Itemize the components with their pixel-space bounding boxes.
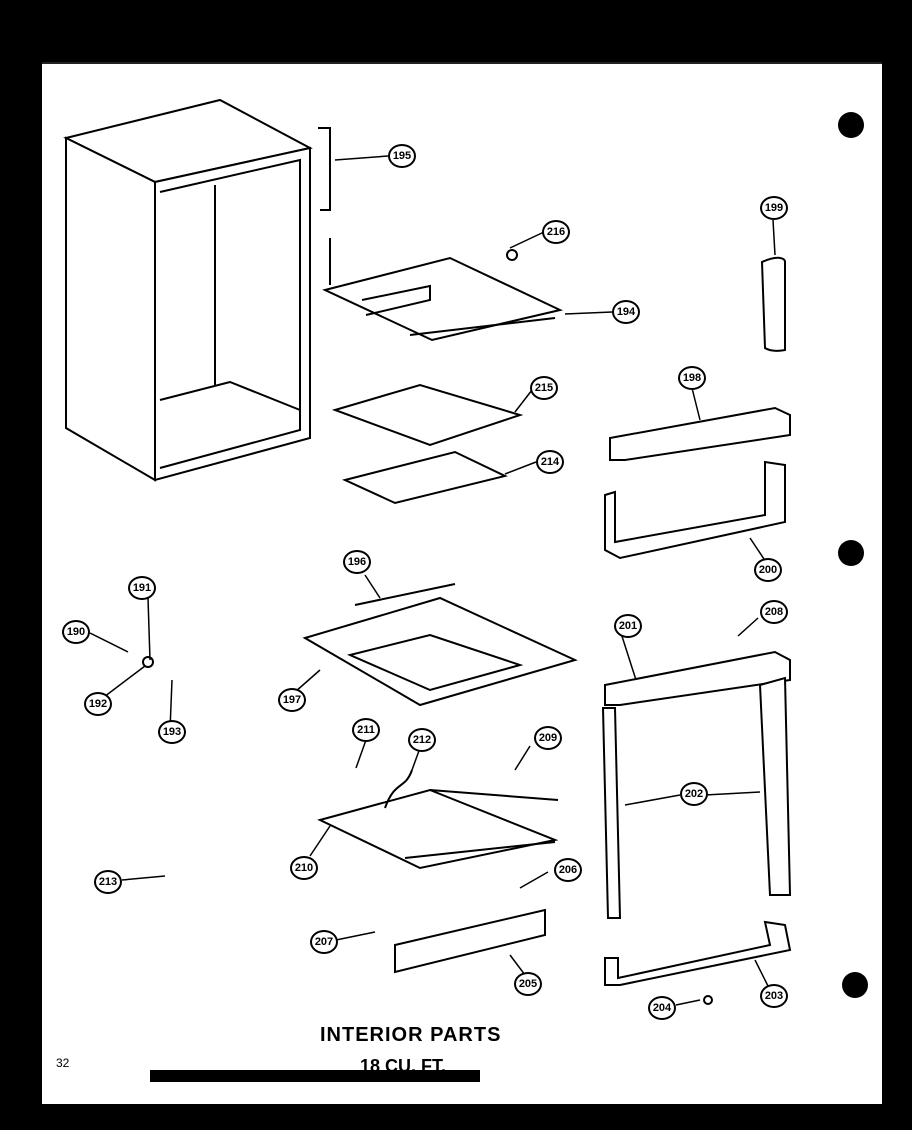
part-197-frame [302, 596, 578, 707]
callout-202: 202 [680, 782, 708, 806]
cabinet-liner [63, 98, 313, 482]
callout-201: 201 [614, 614, 642, 638]
callout-191: 191 [128, 576, 156, 600]
part-198 [609, 406, 791, 461]
callout-204: 204 [648, 996, 676, 1020]
part-195 [318, 127, 331, 211]
part-212 [384, 769, 413, 809]
diagram-subtitle: 18 CU. FT. [360, 1056, 447, 1076]
callout-194: 194 [612, 300, 640, 324]
callout-196: 196 [343, 550, 371, 574]
scan-border-bottom [0, 1100, 912, 1130]
callout-198: 198 [678, 366, 706, 390]
callout-192: 192 [84, 692, 112, 716]
binder-hole-bottom [842, 972, 868, 998]
callout-190: 190 [62, 620, 90, 644]
scan-border-top [0, 0, 912, 70]
part-199 [760, 256, 786, 352]
part-214 [342, 450, 508, 505]
part-200 [604, 460, 786, 560]
callout-216: 216 [542, 220, 570, 244]
callout-206: 206 [554, 858, 582, 882]
callout-205: 205 [514, 972, 542, 996]
page-number: 32 [56, 1056, 70, 1070]
callout-212: 212 [408, 728, 436, 752]
part-196 [354, 583, 456, 606]
binder-hole-middle [838, 540, 864, 566]
part-201 [604, 650, 791, 706]
callout-197: 197 [278, 688, 306, 712]
scan-artifact-bar [150, 1070, 480, 1082]
scan-border-left [0, 0, 42, 1130]
callout-195: 195 [388, 144, 416, 168]
scan-border-right [880, 0, 912, 1130]
callout-209: 209 [534, 726, 562, 750]
part-215 [331, 383, 524, 447]
part-202-left [601, 707, 622, 919]
leader-lines [89, 155, 776, 1006]
callout-207: 207 [310, 930, 338, 954]
diagram-title: INTERIOR PARTS [320, 1024, 502, 1046]
callout-200: 200 [754, 558, 782, 582]
part-210-cover [317, 788, 559, 870]
callout-213: 213 [94, 870, 122, 894]
binder-hole-top [838, 112, 864, 138]
callout-203: 203 [760, 984, 788, 1008]
callout-215: 215 [530, 376, 558, 400]
callout-211: 211 [352, 718, 380, 742]
part-216 [506, 249, 518, 261]
callout-214: 214 [536, 450, 564, 474]
part-202-right [758, 676, 792, 896]
callout-210: 210 [290, 856, 318, 880]
part-203 [604, 920, 792, 986]
part-194-shelf [322, 238, 564, 342]
callout-208: 208 [760, 600, 788, 624]
part-205-grille [394, 908, 546, 974]
part-204 [703, 995, 713, 1005]
callout-199: 199 [760, 196, 788, 220]
callout-193: 193 [158, 720, 186, 744]
